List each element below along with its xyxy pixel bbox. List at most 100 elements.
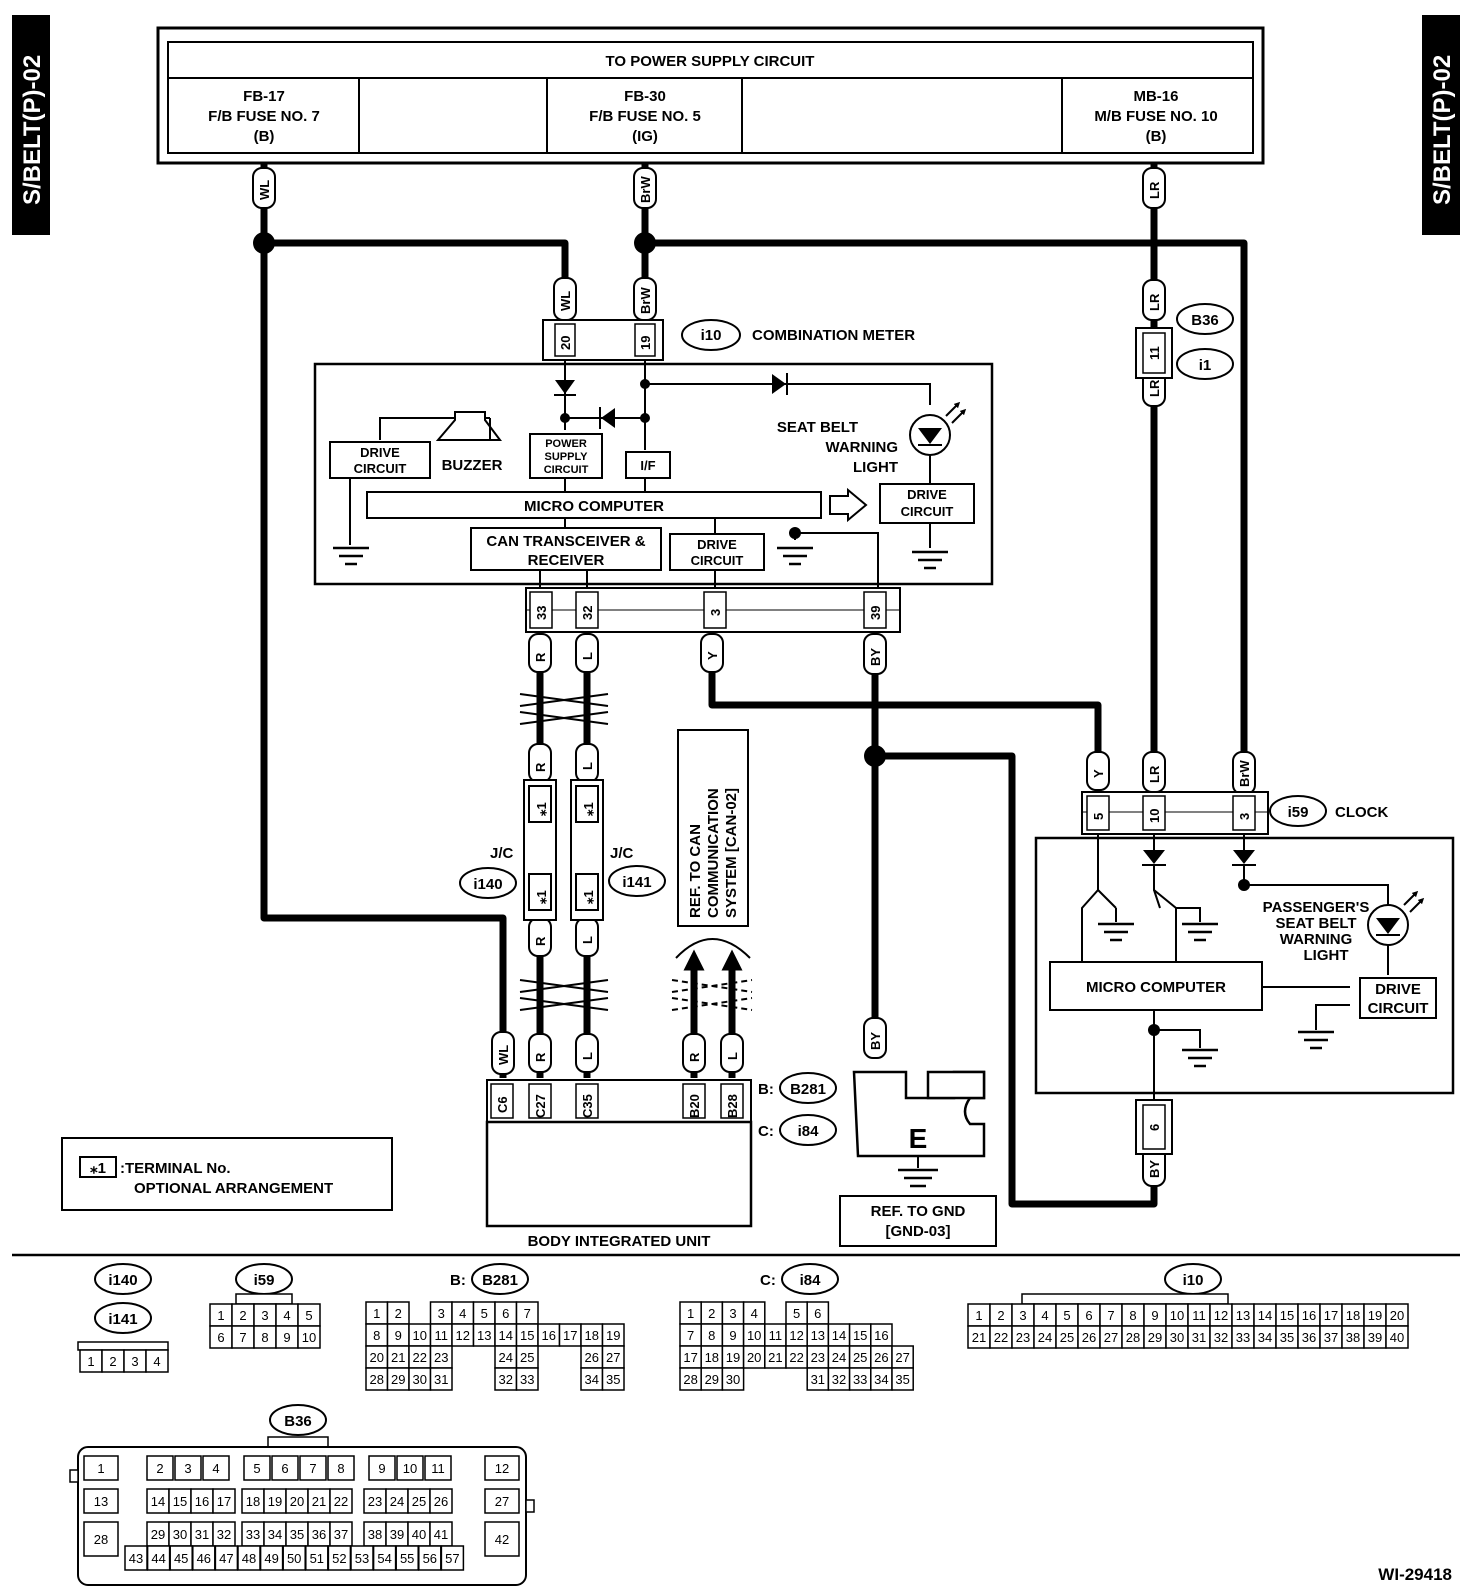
i84-pin-4: 4: [751, 1306, 758, 1321]
i84-pin-14: 14: [832, 1328, 846, 1343]
i140-pin-2: 2: [109, 1354, 116, 1369]
i84-pin-23: 23: [811, 1350, 825, 1365]
svg-text:⁎1: ⁎1: [581, 890, 596, 904]
i10-pin-15: 15: [1280, 1308, 1294, 1323]
wire-label-lr-top: LR: [1142, 167, 1166, 209]
b36-pin-18: 18: [246, 1494, 260, 1509]
i10-pin-34: 34: [1258, 1330, 1272, 1345]
svg-text:REF. TO GND: REF. TO GND: [871, 1203, 966, 1220]
i10-pin-23: 23: [1016, 1330, 1030, 1345]
svg-text:WL: WL: [257, 180, 272, 200]
b281-pin-11: 11: [435, 1328, 449, 1343]
b36-pin-8: 8: [337, 1461, 344, 1476]
i10-pin-20: 20: [1390, 1308, 1404, 1323]
b36-pin-34: 34: [268, 1527, 282, 1542]
i10-pin-30: 30: [1170, 1330, 1184, 1345]
b281-pin-32: 32: [499, 1372, 513, 1387]
twisted-pair-marks: [519, 693, 753, 1011]
b281-pin-5: 5: [481, 1306, 488, 1321]
fuse-1-name: F/B FUSE NO. 7: [208, 108, 320, 125]
wire-label-r-biu: R: [528, 1033, 552, 1073]
i84-pin-31: 31: [811, 1372, 825, 1387]
wire-label-lr-clock: LR: [1142, 751, 1166, 793]
svg-text:REF. TO CAN: REF. TO CAN: [687, 824, 704, 918]
b36-pin-33: 33: [246, 1527, 260, 1542]
i10-pin-37: 37: [1324, 1330, 1338, 1345]
b36-pin-46: 46: [197, 1551, 211, 1566]
b281-pin-3: 3: [438, 1306, 445, 1321]
conn-i84: C: i84: [760, 1263, 839, 1295]
wire-label-l-jc-bottom: L: [575, 917, 599, 957]
svg-text:C27: C27: [533, 1094, 548, 1118]
svg-text:LR: LR: [1147, 379, 1162, 397]
wire-label-by-clock: BY: [1142, 1145, 1166, 1187]
svg-text:3: 3: [708, 609, 723, 616]
b36-pin-7: 7: [309, 1461, 316, 1476]
power-supply-box: TO POWER SUPPLY CIRCUIT FB-17 F/B FUSE N…: [156, 26, 1265, 165]
jc-i141: i141: [622, 874, 651, 891]
buzzer-label: BUZZER: [442, 457, 503, 474]
fuse-1-type: (B): [254, 128, 275, 145]
b36-pin-22: 22: [334, 1494, 348, 1509]
svg-text:LIGHT: LIGHT: [853, 459, 898, 476]
i140-pin-4: 4: [153, 1354, 160, 1369]
b281-pin-30: 30: [413, 1372, 427, 1387]
i59-pin-7: 7: [239, 1330, 246, 1345]
b281-pin-23: 23: [434, 1350, 448, 1365]
b36-pin-51: 51: [310, 1551, 324, 1566]
ground-letter: E: [909, 1123, 928, 1154]
i84-pin-28: 28: [683, 1372, 697, 1387]
wire-label-r-meter: R: [528, 633, 552, 673]
svg-text:COMMUNICATION: COMMUNICATION: [705, 788, 722, 918]
conn-i10: i10: [1021, 1263, 1229, 1305]
wire-label-r-can: R: [682, 1033, 706, 1073]
fuse-2-code: FB-30: [624, 88, 666, 105]
side-tab-left: S/BELT(P)-02: [12, 15, 50, 235]
wire-label-r-jc-bottom: R: [528, 917, 552, 957]
svg-text:CIRCUIT: CIRCUIT: [691, 553, 744, 568]
joint-connectors: ⁎1 ⁎1 ⁎1 ⁎1 J/C i140 J/C i141: [459, 779, 666, 921]
wire-label-by-gnd: BY: [863, 1017, 887, 1059]
wire-label-y-clock: Y: [1086, 751, 1110, 791]
b36-pin-52: 52: [332, 1551, 346, 1566]
clock-unit: 5 10 3 i59 CLOCK: [1034, 791, 1455, 1155]
b281-pin-29: 29: [391, 1372, 405, 1387]
svg-text:11: 11: [1147, 346, 1162, 360]
i10-pin-40: 40: [1390, 1330, 1404, 1345]
svg-text:J/C: J/C: [610, 845, 634, 862]
b36-pin-35: 35: [290, 1527, 304, 1542]
i10-pin-9: 9: [1151, 1308, 1158, 1323]
svg-text:S/BELT(P)-02: S/BELT(P)-02: [1429, 55, 1456, 205]
i10-pin-27: 27: [1104, 1330, 1118, 1345]
i10-pin-11: 11: [1192, 1308, 1206, 1323]
wire-label-brw-top: BrW: [633, 167, 657, 209]
b281-pin-19: 19: [606, 1328, 620, 1343]
meter-micro-computer: MICRO COMPUTER: [524, 498, 664, 515]
i84-pin-20: 20: [747, 1350, 761, 1365]
b36-pin-45: 45: [174, 1551, 188, 1566]
power-supply-title: TO POWER SUPPLY CIRCUIT: [606, 53, 815, 70]
i84-pin-25: 25: [853, 1350, 867, 1365]
conn-b281: B: B281: [450, 1263, 529, 1295]
meter-connector-id: i10: [701, 327, 722, 344]
i10-pin-18: 18: [1346, 1308, 1360, 1323]
svg-text:B281: B281: [482, 1272, 518, 1289]
i84-pin-6: 6: [814, 1306, 821, 1321]
b281-pin-10: 10: [413, 1328, 427, 1343]
i59-pin-8: 8: [261, 1330, 268, 1345]
svg-text:SUPPLY: SUPPLY: [544, 451, 588, 463]
i10-pin-29: 29: [1148, 1330, 1162, 1345]
b36-pin-49: 49: [264, 1551, 278, 1566]
i84-pin-29: 29: [705, 1372, 719, 1387]
b36-pin-3: 3: [184, 1461, 191, 1476]
wire-label-wl-top: WL: [252, 167, 276, 209]
b281-pin-35: 35: [606, 1372, 620, 1387]
b36-pin-23: 23: [368, 1494, 382, 1509]
svg-text:L: L: [580, 762, 595, 770]
i84-pin-15: 15: [853, 1328, 867, 1343]
svg-text:6: 6: [1147, 1124, 1162, 1131]
svg-text:SEAT BELT: SEAT BELT: [777, 419, 858, 436]
fuse-3-code: MB-16: [1133, 88, 1178, 105]
